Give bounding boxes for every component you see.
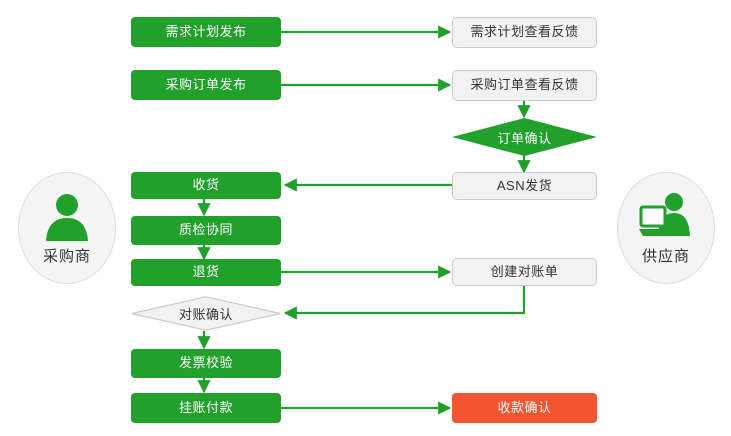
node-asn-ship[interactable]: ASN发货 xyxy=(452,172,597,200)
node-invoice-check[interactable]: 发票校验 xyxy=(131,349,281,378)
actor-supplier-label: 供应商 xyxy=(641,247,690,265)
node-statement-confirm[interactable]: 对账确认 xyxy=(131,296,281,331)
node-quality-collab[interactable]: 质检协同 xyxy=(131,216,281,245)
diamond-shape xyxy=(131,296,281,331)
node-label: 挂账付款 xyxy=(178,399,233,415)
node-label: 质检协同 xyxy=(178,222,233,238)
node-create-statement[interactable]: 创建对账单 xyxy=(452,258,597,286)
node-receipt-confirm[interactable]: 收款确认 xyxy=(452,393,597,423)
node-label: 需求计划查看反馈 xyxy=(470,24,579,40)
person-computer-icon xyxy=(638,191,694,243)
node-demand-plan-feedback[interactable]: 需求计划查看反馈 xyxy=(452,17,597,48)
diamond-shape xyxy=(452,118,597,156)
actor-buyer: 采购商 xyxy=(18,172,116,284)
actor-supplier: 供应商 xyxy=(617,172,715,284)
node-label: ASN发货 xyxy=(496,177,553,193)
node-po-feedback[interactable]: 采购订单查看反馈 xyxy=(452,70,597,101)
node-label: 对账确认 xyxy=(178,307,233,322)
node-label: 收货 xyxy=(192,177,220,193)
actor-buyer-label: 采购商 xyxy=(42,247,91,265)
node-label: 发票校验 xyxy=(178,355,233,371)
node-label: 订单确认 xyxy=(497,130,552,146)
node-po-publish[interactable]: 采购订单发布 xyxy=(131,70,281,100)
node-payable-payment[interactable]: 挂账付款 xyxy=(131,393,281,423)
node-label: 收款确认 xyxy=(497,399,552,415)
edge-statement-confirm xyxy=(283,286,526,320)
node-label: 需求计划发布 xyxy=(165,23,247,39)
node-label: 采购订单发布 xyxy=(165,76,247,92)
node-order-confirm[interactable]: 订单确认 xyxy=(452,118,597,156)
node-demand-plan-publish[interactable]: 需求计划发布 xyxy=(131,17,281,47)
node-label: 退货 xyxy=(192,264,220,280)
person-icon xyxy=(39,191,95,243)
node-return-goods[interactable]: 退货 xyxy=(131,259,281,286)
node-label: 创建对账单 xyxy=(490,263,559,279)
node-receive-goods[interactable]: 收货 xyxy=(131,172,281,199)
node-label: 采购订单查看反馈 xyxy=(470,77,579,93)
